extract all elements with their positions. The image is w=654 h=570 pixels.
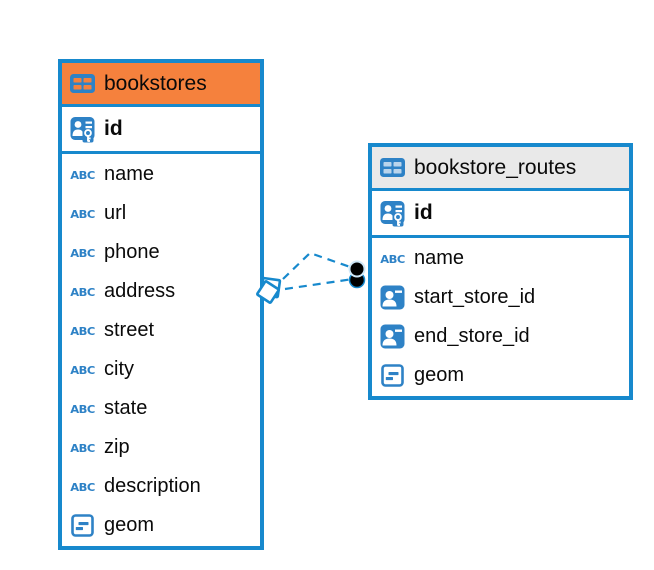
- column-name: geom: [414, 364, 465, 386]
- foreign-key-icon: [379, 285, 406, 310]
- column-name: name: [104, 163, 155, 185]
- geometry-type-icon: [69, 514, 96, 537]
- relationship-line-end-store[interactable]: [282, 251, 354, 280]
- text-type-icon: ABC: [70, 362, 95, 377]
- column-name: address: [104, 280, 176, 302]
- column-name: id: [414, 201, 433, 224]
- column-row[interactable]: ABC description: [62, 467, 260, 506]
- column-row[interactable]: geom: [372, 356, 629, 395]
- text-type-icon: ABC: [70, 245, 95, 260]
- column-name: id: [104, 117, 123, 140]
- column-list: ABC name ABC url ABC phone ABC address A…: [62, 154, 260, 546]
- column-name: name: [414, 247, 465, 269]
- text-type-icon: ABC: [70, 323, 95, 338]
- table-title: bookstore_routes: [414, 155, 577, 179]
- column-row[interactable]: ABC phone: [62, 233, 260, 272]
- relationship-dot-markers: [348, 260, 366, 289]
- column-name: street: [104, 319, 155, 341]
- column-name: end_store_id: [414, 325, 530, 347]
- column-row[interactable]: geom: [62, 506, 260, 545]
- column-row-pk[interactable]: id: [372, 191, 629, 238]
- foreign-key-icon: [379, 324, 406, 349]
- relationship-diamond-markers: [256, 276, 282, 304]
- table-bookstores-header[interactable]: bookstores: [62, 63, 260, 107]
- column-row[interactable]: ABC street: [62, 311, 260, 350]
- column-row[interactable]: start_store_id: [372, 278, 629, 317]
- text-type-icon: ABC: [70, 401, 95, 416]
- column-row[interactable]: ABC name: [62, 155, 260, 194]
- column-row[interactable]: ABC address: [62, 272, 260, 311]
- column-row[interactable]: ABC url: [62, 194, 260, 233]
- column-row[interactable]: ABC city: [62, 350, 260, 389]
- column-name: zip: [104, 436, 130, 458]
- column-row[interactable]: ABC name: [372, 239, 629, 278]
- column-name: description: [104, 475, 201, 497]
- geometry-type-icon: [379, 364, 406, 387]
- table-icon: [379, 157, 406, 178]
- column-name: city: [104, 358, 134, 380]
- primary-key-icon: [69, 116, 96, 143]
- table-icon: [69, 73, 96, 94]
- relationship-connector[interactable]: [250, 240, 380, 320]
- table-bookstore-routes-header[interactable]: bookstore_routes: [372, 147, 629, 191]
- text-type-icon: ABC: [70, 284, 95, 299]
- column-name: state: [104, 397, 148, 419]
- column-name: start_store_id: [414, 286, 536, 308]
- table-bookstore-routes[interactable]: bookstore_routes id: [368, 143, 633, 400]
- column-row-pk[interactable]: id: [62, 107, 260, 154]
- column-name: phone: [104, 241, 160, 263]
- text-type-icon: ABC: [70, 167, 95, 182]
- column-row[interactable]: ABC state: [62, 389, 260, 428]
- column-row[interactable]: ABC zip: [62, 428, 260, 467]
- column-list: ABC name start_store_id: [372, 238, 629, 396]
- primary-key-icon: [379, 200, 406, 227]
- text-type-icon: ABC: [70, 479, 95, 494]
- table-bookstores[interactable]: bookstores id A: [58, 59, 264, 550]
- table-title: bookstores: [104, 71, 207, 95]
- text-type-icon: ABC: [70, 440, 95, 455]
- relationship-line-start-store[interactable]: [284, 277, 354, 291]
- text-type-icon: ABC: [380, 251, 405, 266]
- column-name: url: [104, 202, 127, 224]
- column-name: geom: [104, 514, 155, 536]
- column-row[interactable]: end_store_id: [372, 317, 629, 356]
- text-type-icon: ABC: [70, 206, 95, 221]
